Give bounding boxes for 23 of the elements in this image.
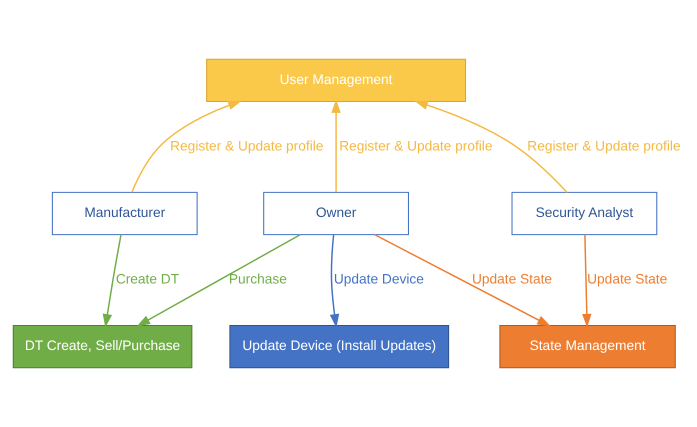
arrow [131,100,242,192]
node-box: Manufacturer [52,192,198,236]
edge-label: Update Device [334,272,424,287]
edge-label: Register & Update profile [527,138,681,154]
edge-label: Purchase [228,272,287,287]
edge-label: Create DT [116,272,180,287]
node-box: DT Create, Sell/Purchase [12,324,192,368]
arrow [582,234,592,328]
arrow [102,234,122,328]
node-box: State Management [499,324,676,368]
arrow [414,100,568,193]
arrow [331,99,341,192]
edge-label: Register & Update profile [339,138,493,154]
edge-label: Update State [472,272,552,287]
arrow [330,234,340,328]
node-box: Update Device (Install Updates) [229,324,450,368]
edge-label: Update State [587,272,668,287]
arrow [136,234,300,326]
edge-label: Register & Update profile [170,138,324,154]
arrow [374,234,551,326]
node-box: User Management [206,58,466,102]
node-box: Owner [263,192,409,236]
node-box: Security Analyst [512,192,658,236]
